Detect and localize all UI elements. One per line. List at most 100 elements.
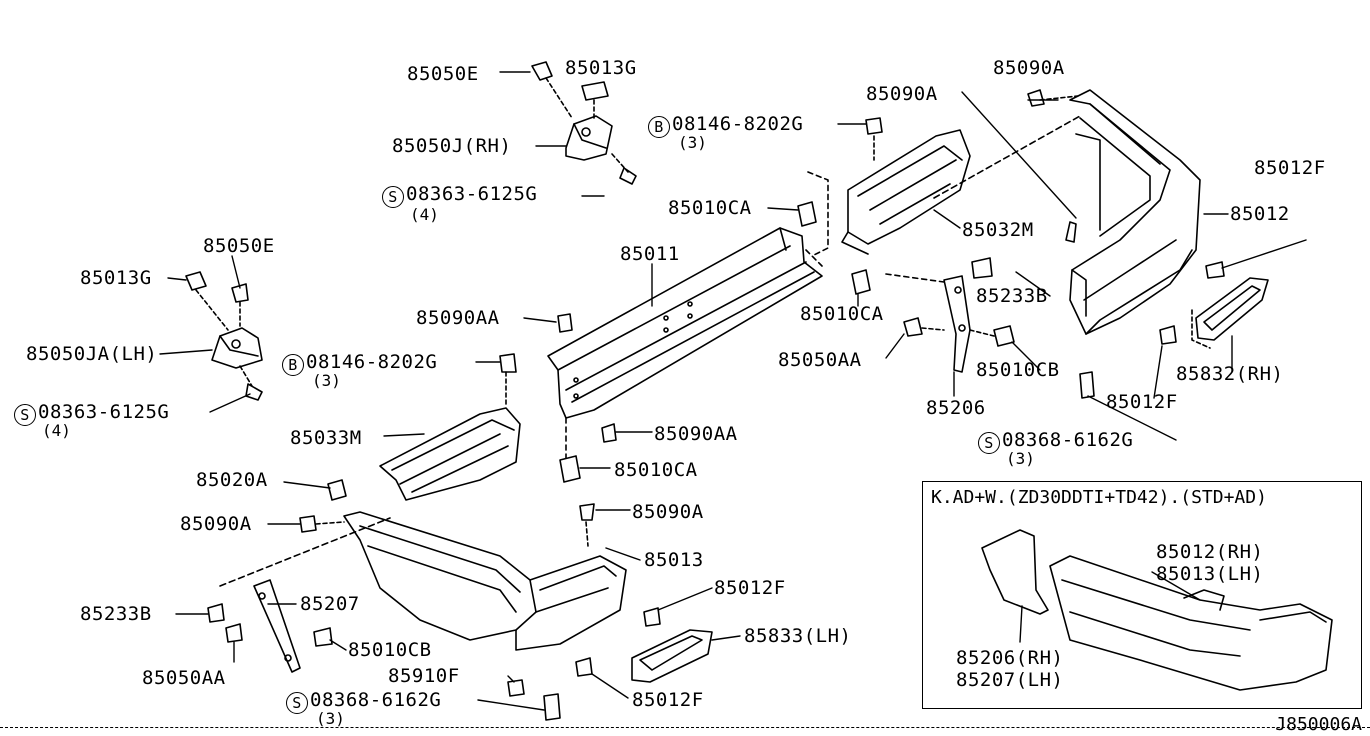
label-85012: 85012 <box>1230 203 1290 225</box>
label-85833-lh: 85833(LH) <box>744 625 852 647</box>
drawing-number: J850006A <box>1275 714 1362 735</box>
variant-inset: K.AD+W.(ZD30DDTI+TD42).(STD+AD) <box>922 481 1362 709</box>
reflector-85833-lh <box>575 607 713 683</box>
pin-85032m <box>1065 221 1077 243</box>
label-85010ca-mid: 85010CA <box>800 303 884 325</box>
screw-symbol: S <box>14 404 36 426</box>
stay-85206 <box>885 257 1095 399</box>
label-85206: 85206 <box>926 397 986 419</box>
extension-85033m <box>379 353 521 501</box>
nut-85090aa-mid <box>601 423 617 443</box>
screw-top <box>619 167 637 185</box>
leader-lines <box>159 71 1307 711</box>
bolt-85090a-right <box>1027 89 1045 107</box>
bracket-85050j-rh <box>531 61 637 185</box>
bolt-85090a-left <box>299 515 317 533</box>
label-85010cb-left: 85010CB <box>348 639 432 661</box>
label-85033m: 85033M <box>290 427 362 449</box>
bottom-divider <box>0 727 1370 728</box>
label-85090aa-mid: 85090AA <box>654 423 738 445</box>
nut-85233b-right <box>971 257 993 279</box>
label-85832-rh: 85832(RH) <box>1176 363 1284 385</box>
screw-left <box>245 383 263 401</box>
label-08368-right-qty: (3) <box>1006 449 1035 468</box>
stay-85207 <box>207 579 561 721</box>
reinforcement-85011 <box>547 227 823 459</box>
extension-85032m <box>841 117 971 255</box>
label-08146-left-qty: (3) <box>312 371 341 390</box>
bolt-symbol: B <box>648 116 670 138</box>
bolt-85020a <box>327 479 347 501</box>
bolt-85050aa-mid <box>903 317 923 337</box>
bolt-symbol: B <box>282 354 304 376</box>
nut-85010cb-left <box>313 627 333 647</box>
inset-artwork <box>981 529 1333 691</box>
label-85207: 85207 <box>300 593 360 615</box>
label-08368-bot-qty: (3) <box>316 709 345 728</box>
label-08363-top-qty: (4) <box>410 205 439 224</box>
clip-85012f-right <box>1159 325 1177 345</box>
nut-85010cb-right <box>993 325 1015 347</box>
label-85011: 85011 <box>620 243 680 265</box>
reflector-85832-rh <box>1159 261 1269 349</box>
label-inset-85013-lh: 85013(LH) <box>1156 563 1264 585</box>
label-85050j-rh: 85050J(RH) <box>392 135 512 157</box>
label-inset-85207-lh: 85207(LH) <box>956 669 1064 691</box>
label-85010ca-top: 85010CA <box>668 197 752 219</box>
label-85233b-left: 85233B <box>80 603 152 625</box>
label-85050aa-mid: 85050AA <box>778 349 862 371</box>
nut-85090aa-left <box>557 313 573 333</box>
label-85013g-top: 85013G <box>565 57 637 79</box>
label-85010ca-bot: 85010CA <box>614 459 698 481</box>
clip-85012f-top <box>1205 261 1225 279</box>
bolt-85090a-bot <box>579 503 595 521</box>
label-85090a-left: 85090A <box>180 513 252 535</box>
label-85013g-left: 85013G <box>80 267 152 289</box>
label-85090aa-left: 85090AA <box>416 307 500 329</box>
label-08146-top-qty: (3) <box>678 133 707 152</box>
clip-85050e-left <box>231 283 249 303</box>
label-85050ja-lh: 85050JA(LH) <box>26 343 158 365</box>
label-85090a-mid: 85090A <box>866 83 938 105</box>
clip-85050e-top <box>531 61 553 81</box>
label-85050aa-left: 85050AA <box>142 667 226 689</box>
pin-85910f <box>507 679 525 697</box>
label-inset-85012-rh: 85012(RH) <box>1156 541 1264 563</box>
label-85012f-bot2: 85012F <box>632 689 704 711</box>
label-85090a-bot: 85090A <box>632 501 704 523</box>
label-85020a: 85020A <box>196 469 268 491</box>
nut-85233b-left <box>207 603 225 623</box>
grommet-85010ca <box>557 171 871 483</box>
label-85010cb-right: 85010CB <box>976 359 1060 381</box>
label-inset-85206-rh: 85206(RH) <box>956 647 1064 669</box>
screw-symbol: S <box>382 186 404 208</box>
bumper-fascia-85012 <box>933 89 1201 335</box>
label-08363-left-qty: (4) <box>42 421 71 440</box>
screw-symbol: S <box>286 692 308 714</box>
pad-85013g-left <box>185 271 207 291</box>
pad-85013g-top <box>581 81 609 101</box>
label-85090a-right: 85090A <box>993 57 1065 79</box>
label-85910f: 85910F <box>388 665 460 687</box>
bumper-fascia-85013 <box>219 479 627 651</box>
screw-08368-bot <box>543 693 561 721</box>
bolt-85050aa-left <box>225 623 243 643</box>
bracket-85050ja-lh <box>185 271 263 401</box>
screw-symbol: S <box>978 432 1000 454</box>
label-85233b-right: 85233B <box>976 285 1048 307</box>
label-85050e-top: 85050E <box>407 63 479 85</box>
bolt-08146-left <box>499 353 517 373</box>
clip-85012f-bot2 <box>575 657 593 677</box>
label-85032m: 85032M <box>962 219 1034 241</box>
bolt-08146-top <box>865 117 883 135</box>
label-85013: 85013 <box>644 549 704 571</box>
label-85012f-top: 85012F <box>1254 157 1326 179</box>
